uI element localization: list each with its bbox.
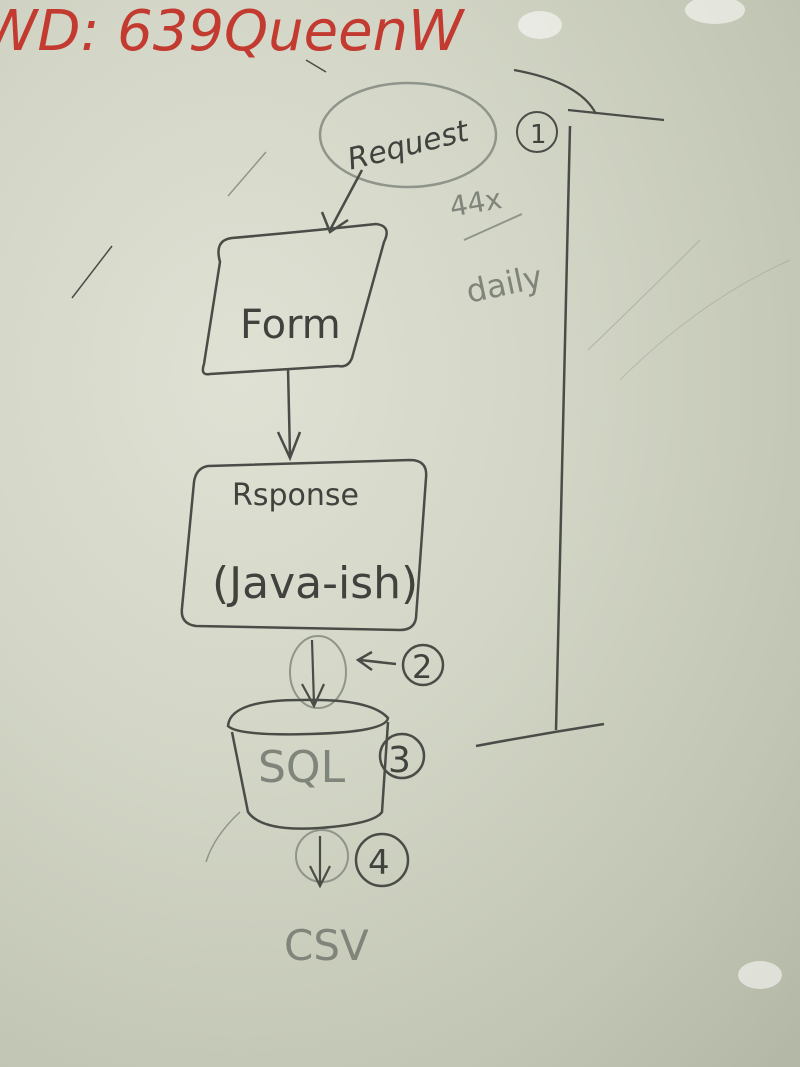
arrow-form-to-response xyxy=(286,367,292,457)
stray-stroke xyxy=(205,811,241,863)
arrowhead xyxy=(355,650,373,672)
stray-stroke xyxy=(71,245,113,299)
sql-node: SQL xyxy=(226,698,390,830)
scope-bracket xyxy=(475,68,665,748)
stray-stroke xyxy=(619,259,791,381)
step-marker-1: 1 xyxy=(516,111,558,153)
sql-body xyxy=(230,721,390,830)
response-label-line2: (Java-ish) xyxy=(212,558,418,609)
arrowhead xyxy=(309,865,331,889)
frequency-count: 44x xyxy=(447,182,504,224)
arrowhead xyxy=(276,431,302,462)
sql-label: SQL xyxy=(258,742,346,793)
sql-top xyxy=(226,698,390,736)
glare-spot xyxy=(685,0,745,24)
bracket-bottom xyxy=(475,722,605,748)
arrow-request-to-form xyxy=(328,169,364,231)
arrowhead xyxy=(301,683,326,709)
marker-label: 2 xyxy=(412,648,432,686)
glare-spot xyxy=(738,961,782,989)
request-ellipse xyxy=(318,81,498,189)
request-label: Request xyxy=(344,113,473,177)
fraction-bar xyxy=(463,213,523,241)
response-label-line1: Rsponse xyxy=(232,478,359,513)
form-node: Form xyxy=(201,222,388,376)
marker-circle xyxy=(516,111,558,153)
response-node: Rsponse (Java-ish) xyxy=(180,458,428,632)
stray-stroke xyxy=(305,59,327,73)
arrowhead xyxy=(320,211,349,234)
step-marker-3: 3 xyxy=(378,732,426,781)
marker-label: 3 xyxy=(388,740,411,781)
csv-label: CSV xyxy=(284,921,369,970)
step-marker-2: 2 xyxy=(401,643,445,687)
glare-spot xyxy=(518,11,562,39)
step-circle-arrow xyxy=(295,829,349,883)
pointer-arrow xyxy=(359,658,397,666)
form-label: Form xyxy=(240,302,341,348)
marker-label: 4 xyxy=(368,843,390,883)
response-shape xyxy=(180,458,428,632)
frequency-note: 44x daily xyxy=(447,182,546,311)
arrow-response-to-sql xyxy=(310,639,316,705)
form-shape xyxy=(201,222,388,376)
request-node: Request xyxy=(318,81,498,189)
stray-stroke xyxy=(587,239,701,351)
marker-circle xyxy=(401,643,445,687)
stray-stroke xyxy=(227,151,267,197)
marker-label: 1 xyxy=(530,120,547,150)
step-marker-4: 4 xyxy=(354,832,410,888)
marker-circle xyxy=(378,732,426,780)
bracket-top xyxy=(513,68,597,115)
bracket-top-tick xyxy=(567,108,665,122)
marker-circle xyxy=(354,832,410,888)
frequency-period: daily xyxy=(463,258,546,311)
bracket-vertical xyxy=(554,125,572,731)
header-note: WD: 639QueenW xyxy=(0,0,466,64)
step-circle-arrow xyxy=(289,635,347,709)
